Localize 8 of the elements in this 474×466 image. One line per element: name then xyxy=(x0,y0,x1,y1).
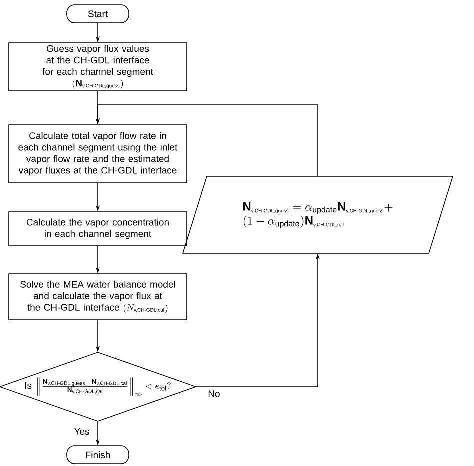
terminal-box: Start xyxy=(66,4,130,24)
process-box: Calculate the vapor concentration in each channel segment xyxy=(8,212,188,246)
edge-label: Yes xyxy=(73,427,91,436)
terminal-box: Finish xyxy=(66,446,130,464)
process-box: Guess vapor flux values at the CH-GDL interface for each channel segment $(\mathbf{N}_{\mbox{\tiny v,CH-GDL,guess}})$ xyxy=(8,42,188,92)
process-box: Calculate total vapor flow rate in each channel segment using the inlet vapor flow rate and the estimated vapor fluxes at the CH-GDL interface xyxy=(8,124,188,184)
edge-label: No xyxy=(207,390,222,398)
process-box: Solve the MEA water balance model and calculate the vapor flux at the CH-GDL interface $(N_{\mbox{\tiny v,CH-GDL,cal}})$ xyxy=(8,274,188,320)
